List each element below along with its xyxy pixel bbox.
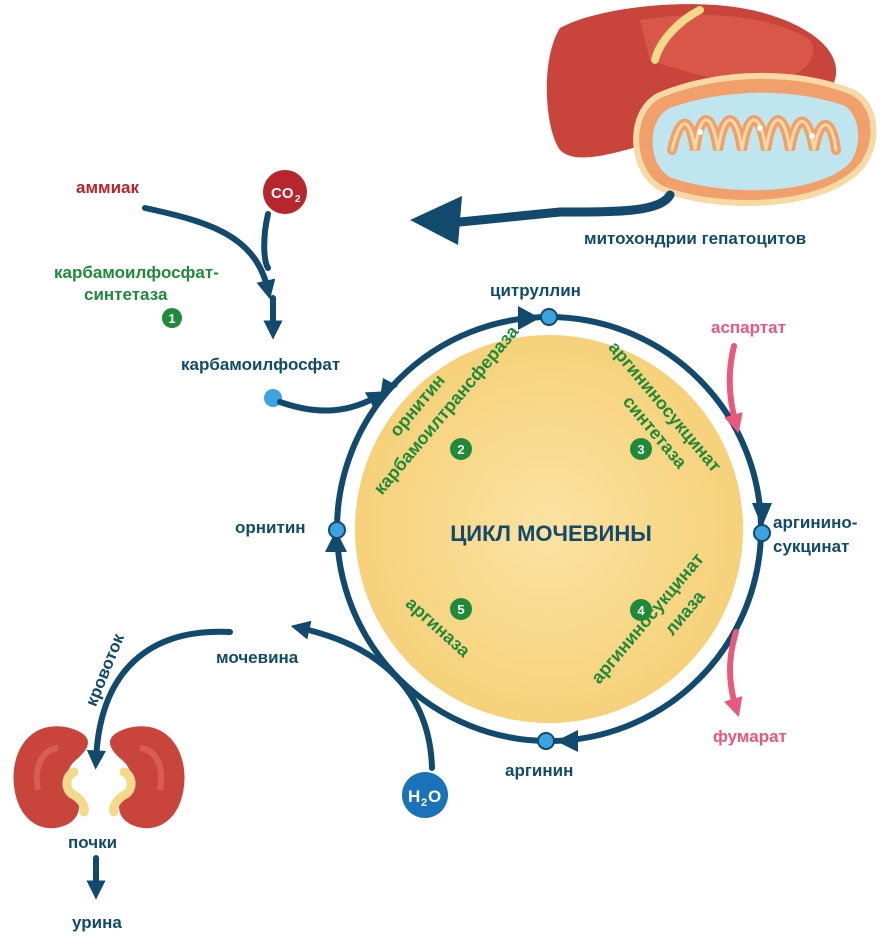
ornithine-label: орнитин (235, 518, 306, 537)
bloodstream-label-group: кровоток (82, 630, 128, 708)
citrulline-label: цитруллин (490, 281, 581, 300)
co2-badge: CO 2 (263, 170, 307, 214)
svg-text:1: 1 (168, 311, 175, 326)
co2-arrow (261, 211, 271, 271)
svg-text:4: 4 (637, 603, 645, 618)
carbamoyl-phosphate-arrow (277, 391, 387, 414)
mitochondria-label: митохондрии гепатоцитов (584, 229, 806, 248)
mitochondrion-icon (633, 72, 877, 206)
ornithine-dot (328, 521, 346, 539)
bloodstream-arrow (86, 628, 233, 770)
co2-subscript: 2 (295, 194, 301, 205)
enzyme-badge-1: 1 (162, 308, 182, 328)
cycle-center (355, 335, 743, 723)
ring-arrowhead-top (518, 306, 540, 330)
kidney-icon (13, 726, 185, 829)
urea-label: мочевина (216, 648, 299, 667)
ammonia-label: аммиак (76, 178, 140, 197)
co2-label: CO (271, 185, 294, 202)
svg-text:3: 3 (637, 442, 644, 457)
svg-text:2: 2 (457, 442, 464, 457)
argininosuccinate-label-line1: аргинино- (773, 513, 857, 532)
mitochondria-arrow (410, 190, 675, 245)
enzyme-badge-5: 5 (450, 598, 472, 620)
h2o-o: O (428, 787, 441, 806)
bloodstream-label: кровоток (82, 630, 128, 708)
cycle-title: ЦИКЛ МОЧЕВИНЫ (450, 521, 652, 546)
fumarate-label: фумарат (713, 727, 787, 746)
ring-arrowhead-left (325, 530, 347, 552)
arginine-dot (537, 732, 555, 750)
aspartate-label: аспартат (711, 318, 786, 337)
h2o-badge: H 2 O (402, 772, 448, 818)
urine-label: урина (72, 913, 122, 932)
cps-enzyme-line1: карбамоилфосфат- (54, 263, 219, 282)
urea-arrow (290, 620, 435, 771)
ammonia-arrow (142, 205, 276, 300)
enzyme-badge-3: 3 (630, 438, 652, 460)
fumarate-arrow (724, 629, 743, 718)
cps-enzyme-line2: синтетаза (84, 285, 168, 304)
carbamoyl-phosphate-label: карбамоилфосфат (181, 355, 340, 374)
aspartate-arrow (724, 343, 743, 434)
ring-arrowhead-entry (380, 378, 398, 398)
svg-text:5: 5 (457, 602, 464, 617)
arginine-label: аргинин (505, 761, 573, 780)
enzyme-badge-2: 2 (450, 438, 472, 460)
enzyme-badge-4: 4 (630, 599, 652, 621)
ring-arrowhead-bottom (556, 730, 578, 752)
h2o-subscript: 2 (421, 797, 427, 809)
argininosuccinate-dot (753, 524, 771, 542)
ring-arrowhead-right (752, 503, 772, 527)
citrulline-dot (540, 308, 558, 326)
argininosuccinate-label-line2: сукцинат (773, 537, 849, 556)
kidneys-label: почки (68, 833, 117, 852)
h2o-h: H (408, 787, 420, 806)
